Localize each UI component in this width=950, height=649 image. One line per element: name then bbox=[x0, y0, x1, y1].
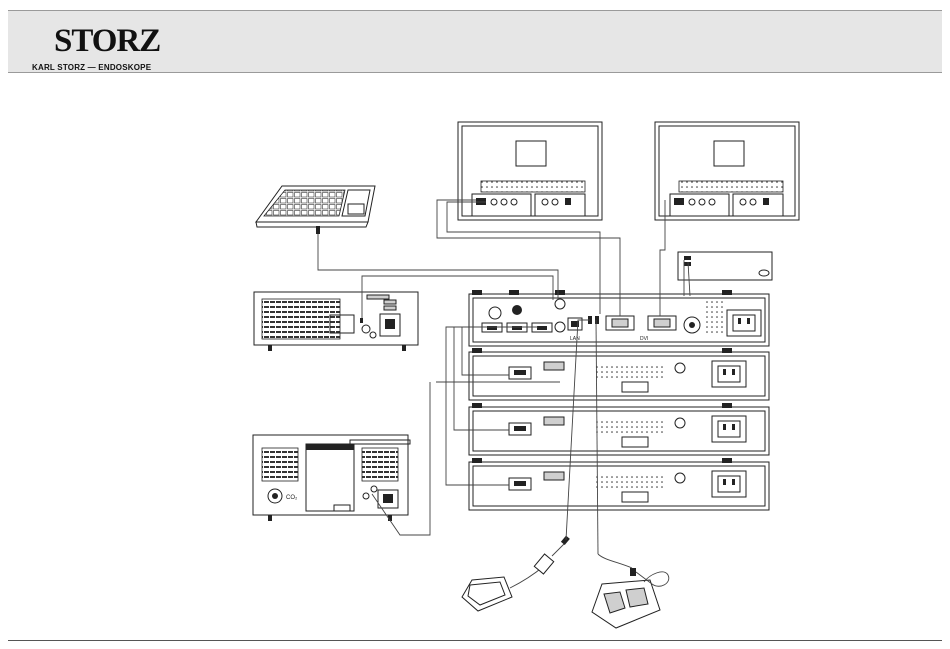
lan-port-label: LAN bbox=[570, 336, 580, 342]
camera-module-3 bbox=[469, 458, 769, 510]
footer-divider bbox=[8, 640, 942, 641]
camera-module-1 bbox=[469, 348, 769, 400]
camera-control-unit-main: LAN DVI bbox=[469, 290, 769, 346]
hand-control bbox=[462, 536, 570, 611]
small-power-unit bbox=[678, 252, 772, 280]
camera-module-2 bbox=[469, 403, 769, 455]
monitor-1 bbox=[458, 122, 602, 220]
light-source bbox=[254, 292, 418, 351]
keyboard bbox=[256, 186, 375, 234]
insufflator: CO₂ bbox=[253, 435, 410, 521]
co2-port-label: CO₂ bbox=[286, 495, 298, 501]
footswitch bbox=[592, 554, 669, 628]
dvi-port-label: DVI bbox=[640, 336, 648, 342]
monitor-2 bbox=[655, 122, 799, 220]
